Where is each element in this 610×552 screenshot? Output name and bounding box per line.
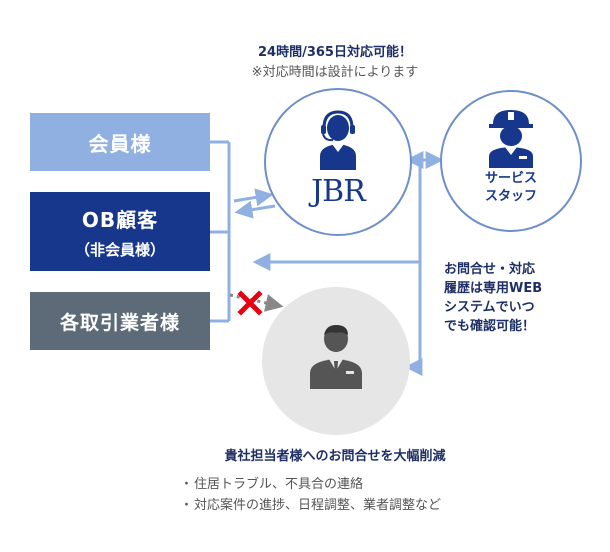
list-item: ・対応案件の進捗、日程調整、業者調整など bbox=[180, 498, 442, 513]
customer-sublabel: （非会員様） bbox=[74, 240, 165, 259]
customer-label: 会員様 bbox=[88, 131, 152, 156]
web-system-note: お問合せ・対応 履歴は専用WEB システムでいつ でも確認可能！ bbox=[444, 262, 543, 334]
jbr-logo: JBR bbox=[311, 174, 366, 209]
service-staff-label: サービス スタッフ bbox=[484, 171, 537, 204]
customer-box-vendors: 各取引業者様 bbox=[30, 292, 210, 350]
list-item: ・住居トラブル、不具合の連絡 bbox=[180, 477, 364, 492]
worker-helmet-icon bbox=[489, 110, 533, 168]
service-staff-circle: サービス スタッフ bbox=[440, 90, 582, 232]
client-staff-circle bbox=[262, 287, 410, 435]
customer-box-ob: OB顧客 （非会員様） bbox=[30, 192, 210, 271]
jbr-circle: JBR bbox=[264, 88, 412, 236]
availability-heading: 24時間/365日対応可能！ bbox=[258, 45, 412, 60]
customer-label: 各取引業者様 bbox=[59, 311, 180, 334]
cross-icon bbox=[237, 290, 263, 316]
business-person-icon bbox=[310, 325, 362, 389]
footer-list: ・住居トラブル、不具合の連絡 ・対応案件の進捗、日程調整、業者調整など bbox=[180, 474, 441, 516]
footer-title: 貴社担当者様へのお問合せを大幅削減 bbox=[224, 449, 446, 464]
customer-label: OB顧客 bbox=[81, 207, 159, 232]
operator-headset-icon bbox=[320, 110, 356, 170]
availability-note: ※対応時間は設計によります bbox=[251, 65, 419, 80]
customer-box-members: 会員様 bbox=[30, 113, 210, 171]
